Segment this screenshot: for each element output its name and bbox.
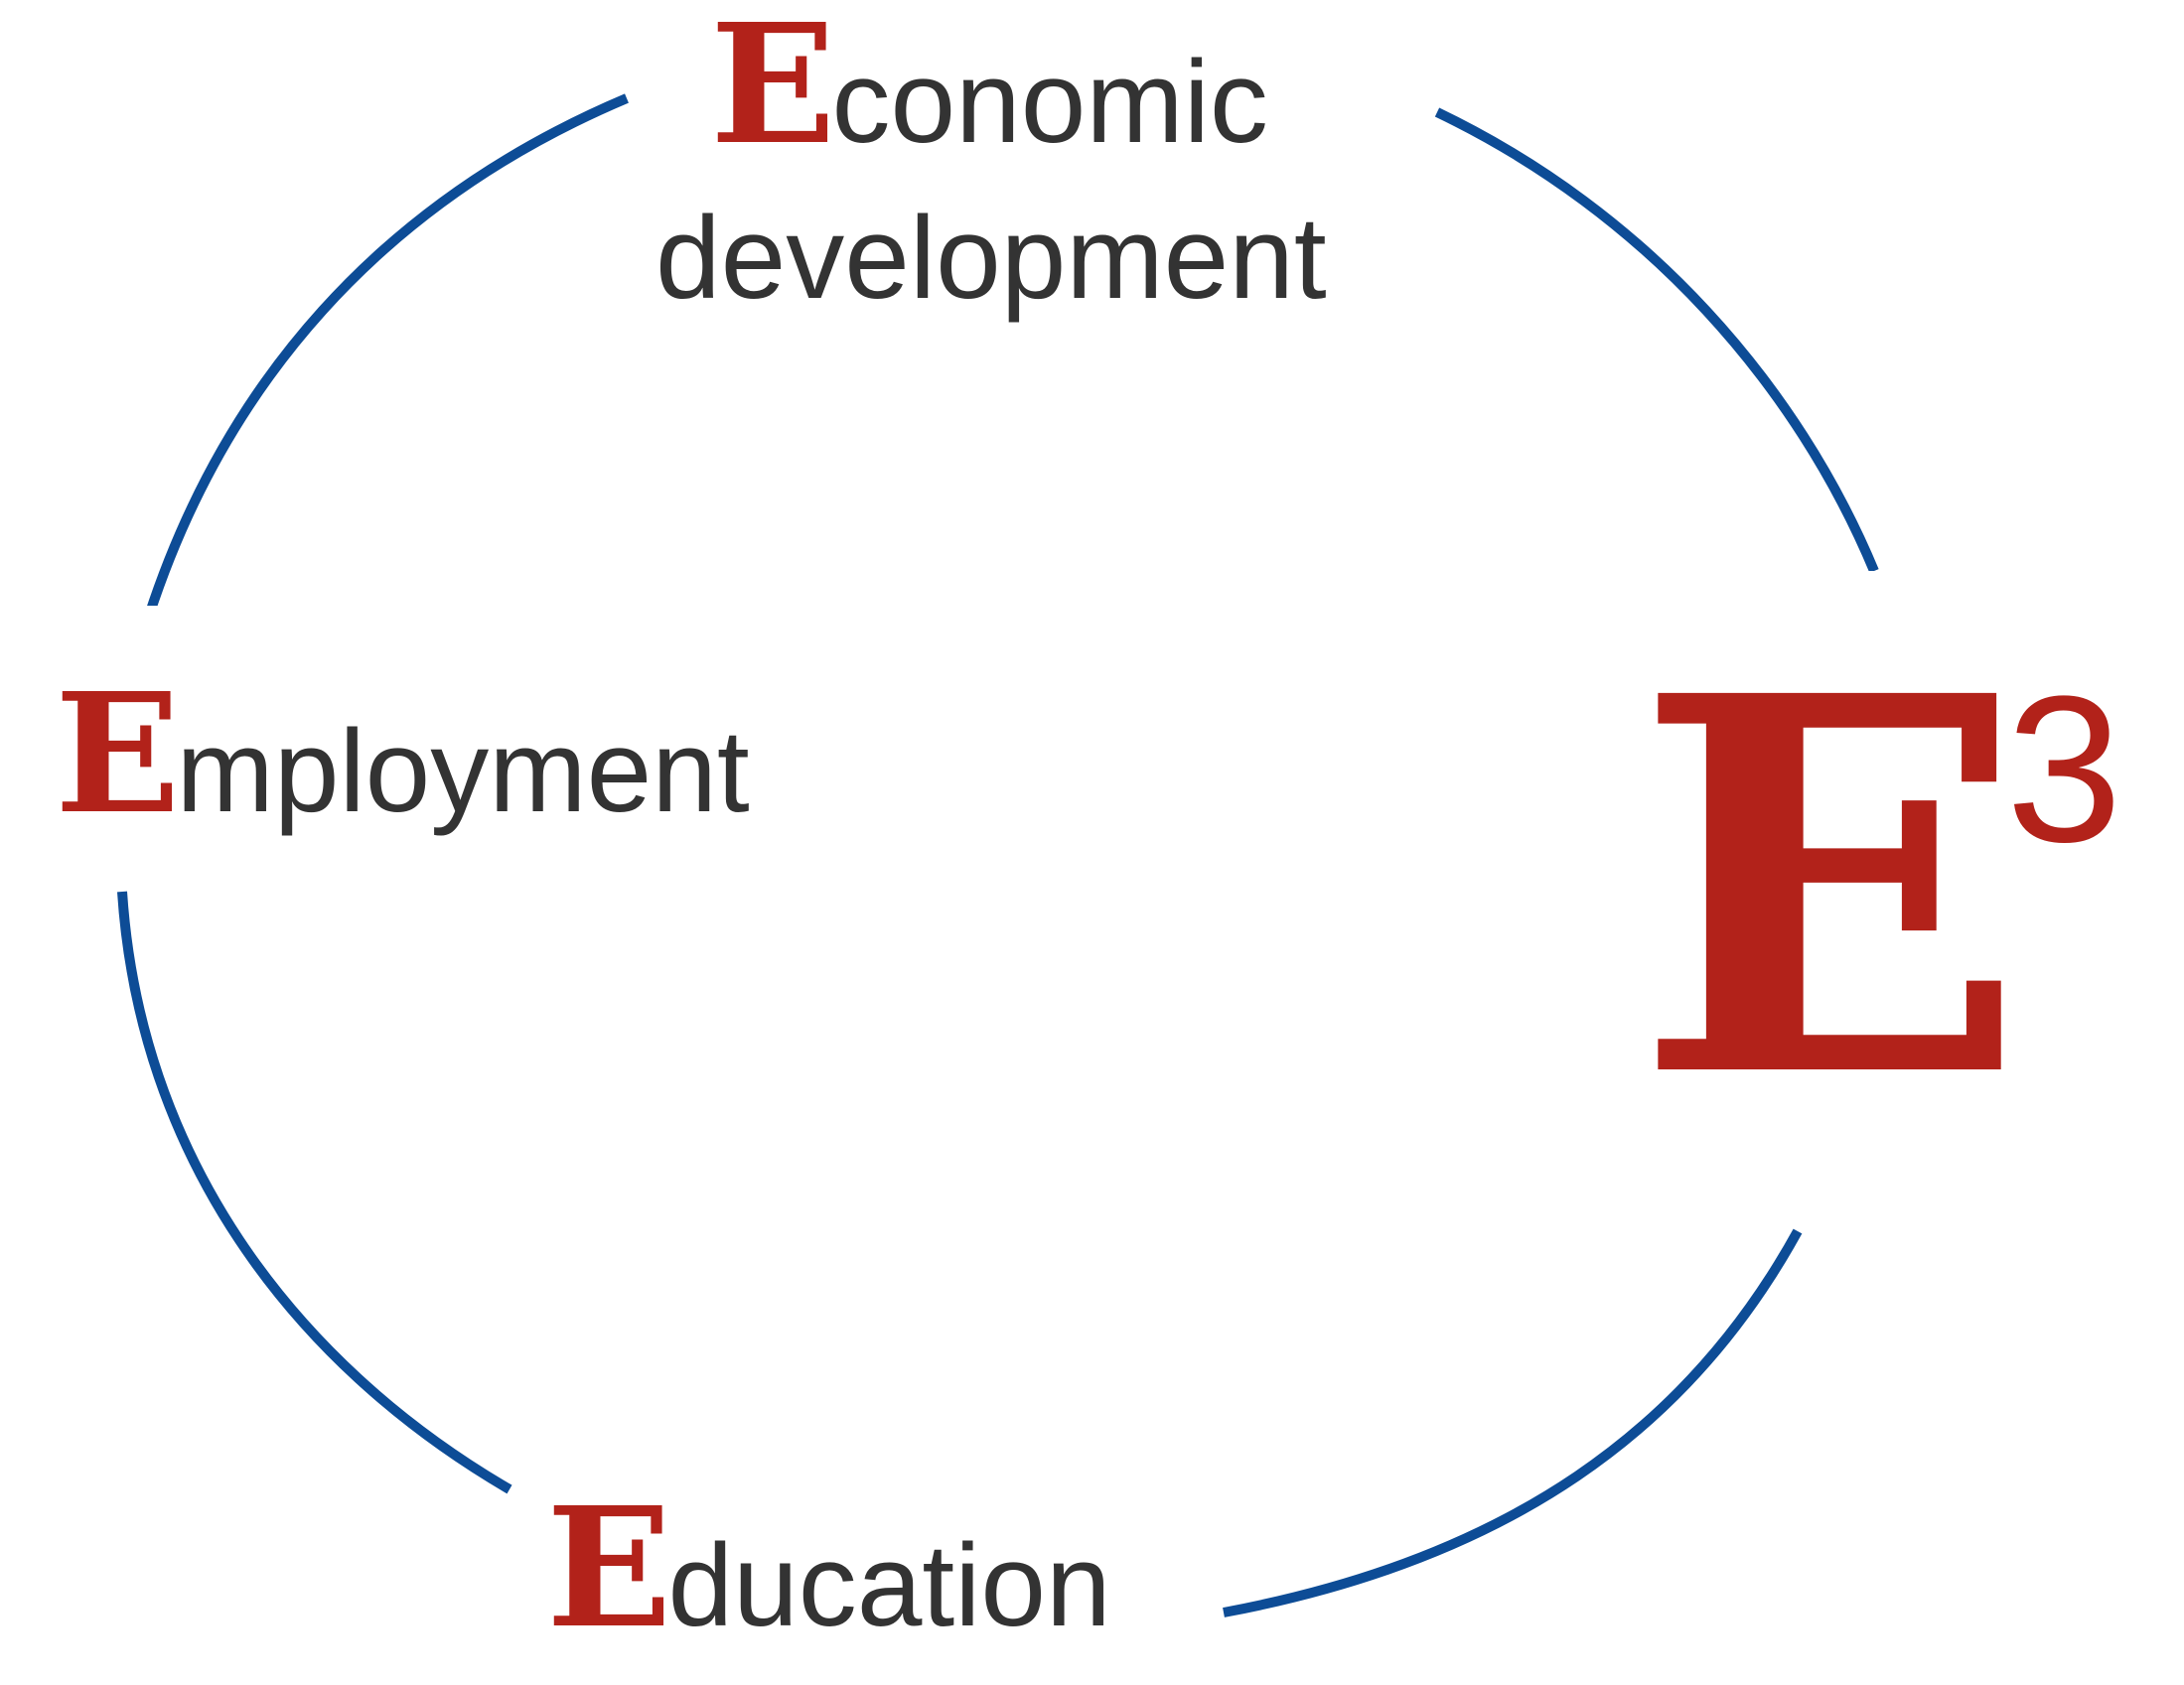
node-education: Education (516, 1430, 1222, 1665)
education-rest: ducation (667, 1520, 1111, 1651)
ring-arc-left-bottom (117, 891, 512, 1494)
education-initial: E (546, 1472, 672, 1665)
logo-letter: E (1634, 585, 2028, 1192)
node-employment: Employment (35, 606, 869, 889)
e3-logo: E 3 (1629, 571, 2184, 1226)
logo-superscript: 3 (2006, 652, 2122, 886)
ring-arc-top-left (144, 93, 629, 618)
employment-initial: E (55, 657, 181, 851)
ring-arc-bottom-right (1223, 1228, 1803, 1617)
employment-rest: mployment (176, 706, 750, 837)
economic-line: Economic (710, 3, 1268, 182)
economic-initial: E (710, 0, 836, 182)
employment-line: Employment (55, 655, 750, 871)
ring-arc-top-right (1434, 107, 1879, 573)
economic-rest: conomic (831, 37, 1268, 168)
education-line: Education (546, 1470, 1111, 1685)
node-economic-development: Economic development (636, 0, 1420, 338)
development-line: development (655, 193, 1327, 324)
